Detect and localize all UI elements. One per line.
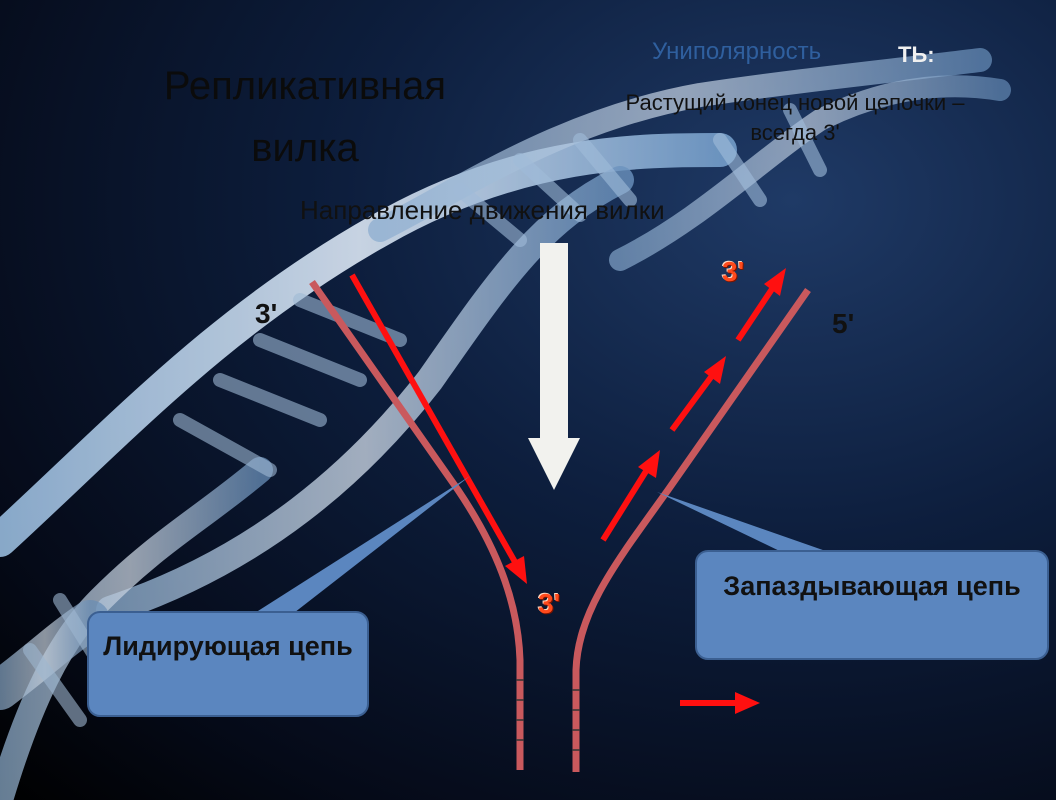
leading-callout [88, 476, 470, 716]
fork-direction-arrow [528, 243, 580, 490]
end-label-right: 5' [832, 308, 854, 340]
lagging-strand-label: Запаздывающая цепь [712, 568, 1032, 604]
unipolarity-label: Униполярность [652, 38, 821, 66]
leading-strand-label: Лидирующая цепь [88, 628, 368, 664]
growth-end-note: Растущий конец новой цепочки – всегда 3' [600, 88, 990, 148]
slide-title: Репликативная вилка [140, 55, 470, 179]
end-label-left: 3' [255, 298, 277, 330]
okazaki-fragment-1 [603, 450, 660, 540]
direction-arrow-small [680, 692, 760, 714]
fork-direction-label: Направление движения вилки [300, 195, 665, 226]
unipolarity-tail: ТЬ: [898, 42, 935, 68]
leading-new-end-label: 3' [538, 588, 560, 620]
lagging-new-end-label: 3' [722, 256, 744, 288]
